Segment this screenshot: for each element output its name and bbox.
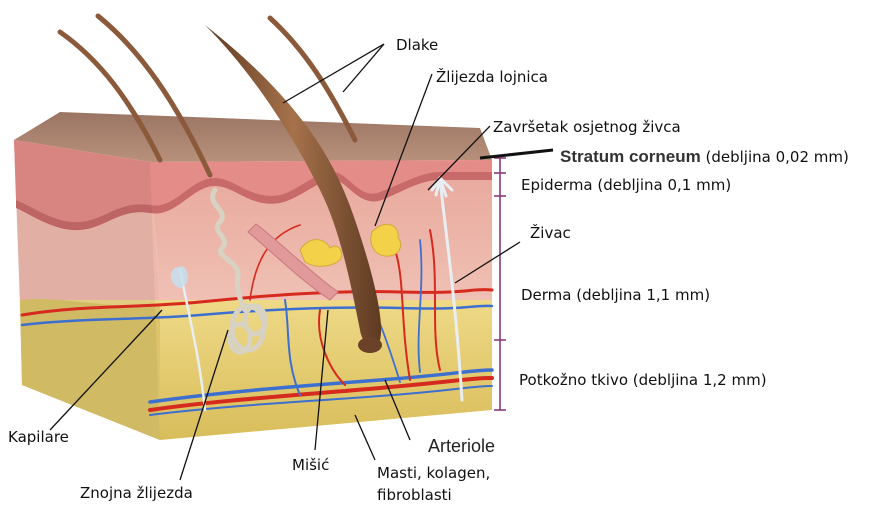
label-misic: Mišić <box>292 456 329 474</box>
label-stratum-corneum-bold: Stratum corneum <box>560 147 701 166</box>
label-stratum-corneum-thickness: (debljina 0,02 mm) <box>701 148 849 166</box>
label-zivac: Živac <box>530 223 571 242</box>
label-masti-kolagen: Masti, kolagen, <box>377 464 490 482</box>
layer-bracket <box>494 158 506 410</box>
label-epiderma: Epiderma (debljina 0,1 mm) <box>521 176 731 194</box>
label-arteriole: Arteriole <box>428 436 495 456</box>
label-dlake: Dlake <box>396 36 438 54</box>
label-znojna-zlijezda: Znojna žlijezda <box>80 484 193 502</box>
label-zlijezda-lojnica: Žlijezda lojnica <box>436 67 548 86</box>
label-derma: Derma (debljina 1,1 mm) <box>521 286 710 304</box>
label-zavrsetak-osjetnog-zivca: Završetak osjetnog živca <box>493 118 681 136</box>
label-stratum-corneum: Stratum corneum (debljina 0,02 mm) <box>560 147 849 166</box>
label-kapilare: Kapilare <box>8 428 69 446</box>
label-fibroblasti: fibroblasti <box>377 486 452 504</box>
label-potkozno-tkivo: Potkožno tkivo (debljina 1,2 mm) <box>519 371 767 389</box>
